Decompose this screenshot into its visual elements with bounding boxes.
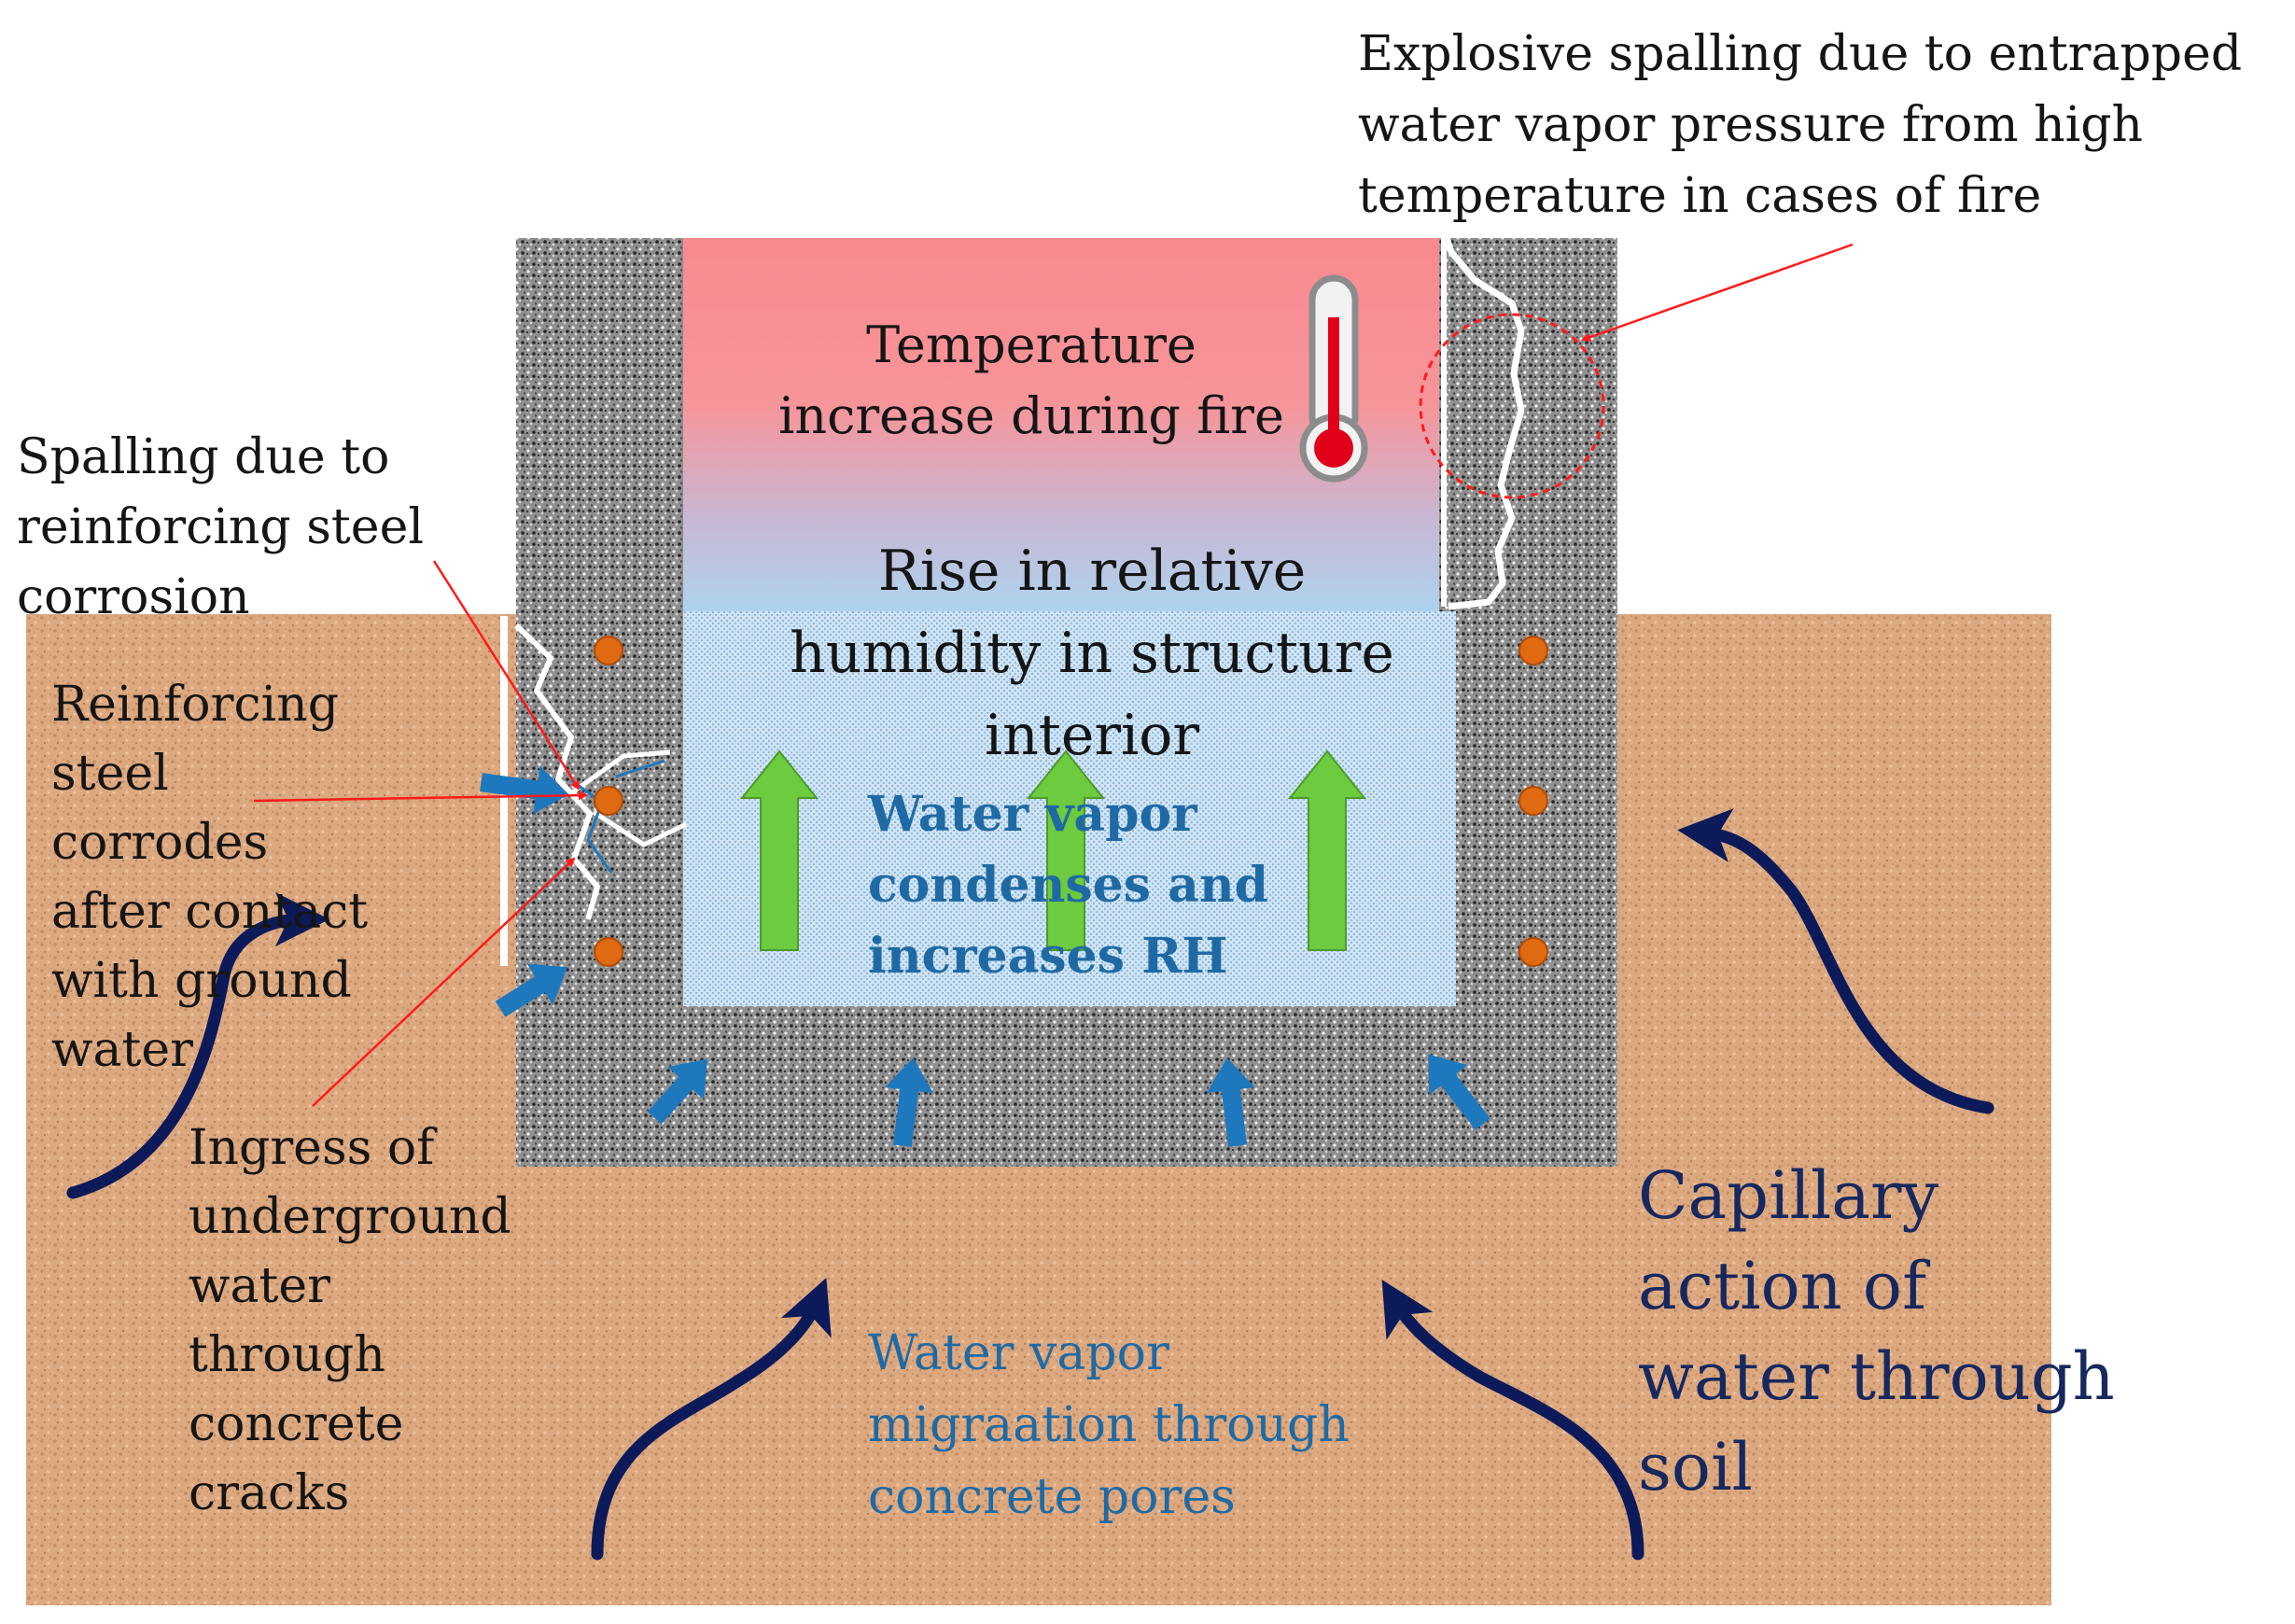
pointer-explosive-spalling: [1581, 243, 1854, 343]
blue-arrow-side-upper: [480, 765, 569, 815]
blue-arrow-3: [1206, 1057, 1255, 1147]
rebar-left-top: [594, 636, 623, 665]
vapor-condenses-label: Water vapor condenses and increases RH: [868, 786, 1268, 985]
blue-arrow-2: [885, 1057, 934, 1147]
rebar-left-bottom: [594, 937, 623, 967]
ingress-label: Ingress of underground water through con…: [189, 1120, 511, 1521]
steel-corrodes-label: Reinforcing steel corrodes after contact…: [51, 677, 369, 1078]
vapor-rise-arrows: [739, 749, 1367, 951]
green-arrow-middle: [1026, 749, 1106, 951]
thermometer-icon: [1299, 274, 1368, 483]
spalling-corrosion-label: Spalling due to reinforcing steel corros…: [17, 429, 424, 625]
capillary-label: Capillary action of water through soil: [1638, 1157, 2115, 1505]
green-arrow-left: [739, 749, 819, 951]
explosive-spalling-highlight: [1419, 313, 1605, 499]
pointer-lines: [253, 243, 1854, 1107]
left-crack-branch: [569, 749, 688, 847]
rebar-dots: [594, 636, 1548, 967]
capillary-arrow-bottom-left: [591, 1278, 832, 1561]
green-arrow-right: [1287, 749, 1367, 951]
pointer-spalling-corrosion: [432, 560, 581, 791]
capillary-arrow-right-upper: [1677, 808, 1994, 1114]
capillary-arrows: [66, 808, 1994, 1561]
blue-arrow-4: [1428, 1054, 1490, 1130]
blue-arrow-1: [647, 1058, 708, 1125]
right-crack: [1443, 236, 1525, 610]
explosive-spalling-label: Explosive spalling due to entrapped wate…: [1358, 26, 2243, 224]
pointer-ingress: [312, 857, 576, 1107]
rise-rh-label: Rise in relative humidity in structure i…: [790, 539, 1394, 768]
left-crack: [513, 623, 600, 920]
vapor-migration-label: Water vapor migraation through concrete …: [868, 1325, 1350, 1525]
capillary-arrow-bottom-right: [1381, 1279, 1644, 1561]
pointer-steel-corrodes: [253, 791, 588, 803]
temperature-increase-label: Temperature increase during fire: [778, 315, 1284, 445]
water-ingress-arrows: [480, 765, 1490, 1147]
rebar-left-middle: [594, 786, 623, 816]
capillary-arrow-left: [66, 892, 329, 1199]
rebar-right-top: [1518, 636, 1548, 665]
blue-arrow-side-lower: [495, 963, 568, 1017]
rebar-right-bottom: [1518, 937, 1548, 967]
rebar-right-middle: [1518, 786, 1548, 816]
